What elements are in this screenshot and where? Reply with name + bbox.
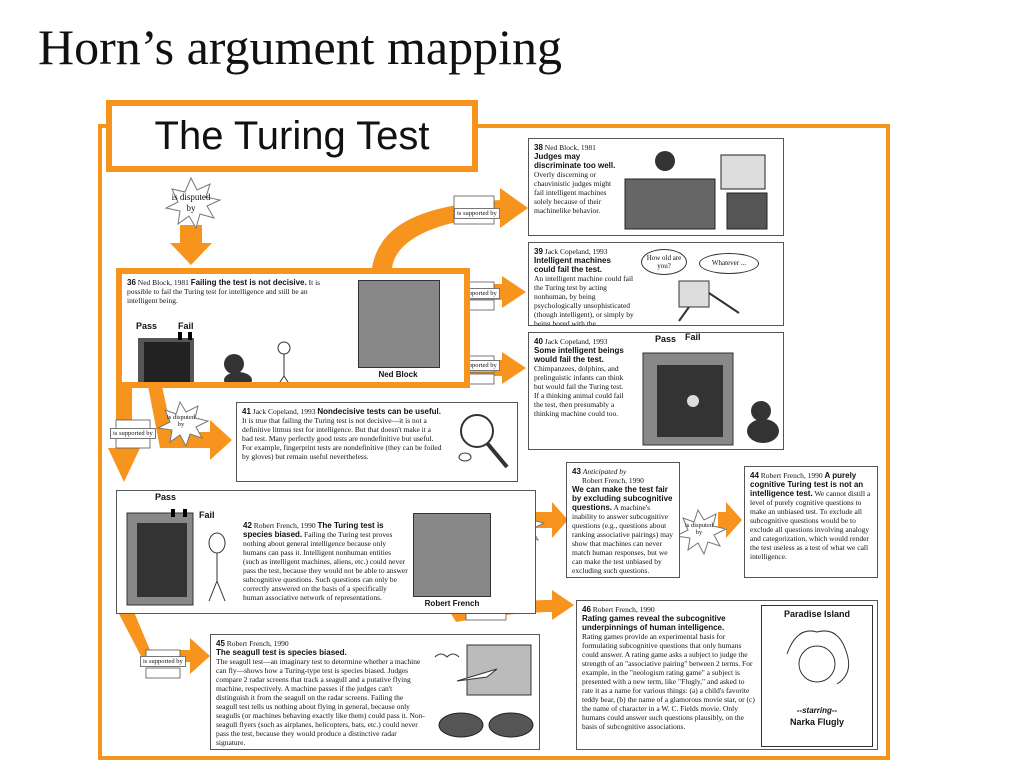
card-author: Anticipated by — [582, 467, 627, 476]
card-number: 41 — [242, 407, 251, 416]
card-number: 43 — [572, 467, 581, 476]
card-author: Robert French, 1990 — [253, 521, 316, 530]
arrow-head-43-44 — [726, 502, 742, 538]
room-with-alien-illustration — [126, 509, 226, 606]
poster-starring: --starring-- — [796, 706, 838, 715]
label-is-supported-by-38: is supported by — [454, 208, 500, 219]
arrow-head-title-36 — [170, 243, 212, 265]
photo-caption: Robert French — [424, 599, 480, 608]
card-claim: Judges may discriminate too well. — [534, 152, 616, 170]
arrow-36-41 — [148, 386, 232, 460]
card-claim: We can make the test fair by excluding s… — [572, 485, 673, 512]
card-body: It is possible to fail the Turing test f… — [127, 278, 321, 305]
magnifier-fingerprint-icon — [458, 414, 509, 469]
map-frame — [98, 124, 890, 760]
arrow-shaft-title-36 — [180, 225, 202, 245]
speech-bubble-question: How old are you? — [641, 249, 687, 275]
card-number: 36 — [127, 278, 136, 287]
card-number: 40 — [534, 337, 543, 346]
ned-block-photo — [358, 280, 440, 368]
card-45: 45 Robert French, 1990 The seagull test … — [210, 634, 540, 750]
pass-fail-room-illustration — [138, 332, 291, 382]
label-is-disputed-by-44: is disputed by — [685, 522, 713, 536]
card-number: 39 — [534, 247, 543, 256]
poster-title: Paradise Island — [783, 609, 851, 619]
pass-label: Pass — [155, 492, 177, 502]
card-author: Ned Block, 1981 — [544, 143, 596, 152]
pass-label: Pass — [136, 321, 158, 331]
label-is-disputed-by-title: is disputed by — [171, 192, 211, 213]
card-author-secondary: Robert French, 1990 — [582, 476, 644, 485]
slide-title: Horn’s argument mapping — [38, 19, 562, 75]
arrow-head-42-43 — [552, 502, 568, 538]
card-number: 45 — [216, 639, 225, 648]
card-38: 38 Ned Block, 1981 Judges may discrimina… — [528, 138, 784, 236]
card-body: We cannot distill a level of purely cogn… — [750, 489, 871, 561]
fail-label: Fail — [199, 510, 215, 520]
card-body: Failing the Turing test proves nothing a… — [243, 530, 408, 602]
card-body: An intelligent machine could fail the Tu… — [534, 274, 634, 326]
card-body: Overly discerning or chauvinistic judges… — [534, 170, 612, 215]
burst-title — [164, 176, 222, 230]
label-is-supported-by-42: is supported by — [110, 428, 156, 439]
card-39: 39 Jack Copeland, 1993 Intelligent machi… — [528, 242, 784, 326]
map-title: The Turing Test — [106, 100, 478, 172]
card-author: Robert French, 1990 — [226, 639, 289, 648]
card-author: Jack Copeland, 1993 — [252, 407, 316, 416]
card-44: 44 Robert French, 1990 A purely cognitiv… — [744, 466, 878, 578]
label-is-disputed-by-41: is disputed by — [167, 414, 195, 428]
robert-french-photo — [413, 513, 491, 597]
fail-label: Fail — [685, 332, 701, 342]
card-author: Jack Copeland, 1993 — [544, 247, 608, 256]
pass-label: Pass — [655, 334, 677, 344]
card-36: 36 Ned Block, 1981 Failing the test is n… — [116, 268, 470, 388]
card-claim: The seagull test is species biased. — [216, 648, 347, 657]
arrow-36-38 — [372, 188, 528, 268]
card-43: 43 Anticipated by Robert French, 1990 We… — [566, 462, 680, 578]
judges-bench-illustration — [624, 151, 768, 230]
portrait-sketch-icon — [786, 630, 850, 685]
card-body: The seagull test—an imaginary test to de… — [216, 657, 425, 747]
card-body: Rating games provide an experimental bas… — [582, 632, 755, 731]
radar-screens-illustration — [434, 644, 534, 738]
burst-41 — [156, 400, 210, 448]
card-number: 44 — [750, 471, 759, 480]
card-42: Pass Fail 42 Robert French, 1990 The Tur… — [116, 490, 536, 614]
card-body: A machine's inability to answer subcogni… — [572, 503, 674, 575]
card-46: 46 Robert French, 1990 Rating games reve… — [576, 600, 878, 750]
card-claim: The Turing test is species biased. — [243, 521, 384, 539]
card-body: Chimpanzees, dolphins, and prelinguistic… — [534, 364, 624, 418]
room-with-chimp-illustration — [642, 352, 779, 446]
label-is-supported-by-45: is supported by — [140, 656, 186, 667]
card-claim: Intelligent machines could fail the test… — [534, 256, 611, 274]
movie-poster: Paradise Island --starring-- Narka Flugl… — [761, 605, 873, 747]
photo-caption: Ned Block — [378, 370, 418, 379]
card-author: Ned Block, 1981 — [137, 278, 189, 287]
card-claim: A purely cognitive Turing test is not an… — [750, 471, 864, 498]
card-claim: Some intelligent beings would fail the t… — [534, 346, 624, 364]
poster-name: Narka Flugly — [789, 717, 845, 727]
card-claim: Nondecisive tests can be useful. — [317, 407, 441, 416]
arrow-head-36-42 — [108, 448, 140, 482]
card-40: 40 Jack Copeland, 1993 Some intelligent … — [528, 332, 784, 450]
arrow-head-36-39 — [502, 276, 526, 308]
card-number: 38 — [534, 143, 543, 152]
card-number: 42 — [243, 521, 252, 530]
fail-label: Fail — [178, 321, 194, 331]
card-41: 41 Jack Copeland, 1993 Nondecisive tests… — [236, 402, 518, 482]
speech-bubble-answer: Whatever ... — [699, 253, 759, 274]
card-number: 46 — [582, 605, 591, 614]
card-claim: Rating games reveal the subcognitive und… — [582, 614, 726, 632]
robot-illustration — [678, 280, 740, 322]
card-author: Robert French, 1990 — [592, 605, 655, 614]
card-body: It is true that failing the Turing test … — [242, 416, 442, 461]
burst-44 — [674, 508, 728, 556]
card-claim: Failing the test is not decisive. — [190, 278, 307, 287]
card-author: Robert French, 1990 — [760, 471, 823, 480]
card-author: Jack Copeland, 1993 — [544, 337, 608, 346]
arrow-42-45 — [118, 612, 210, 674]
arrow-head-36-40 — [502, 352, 526, 384]
